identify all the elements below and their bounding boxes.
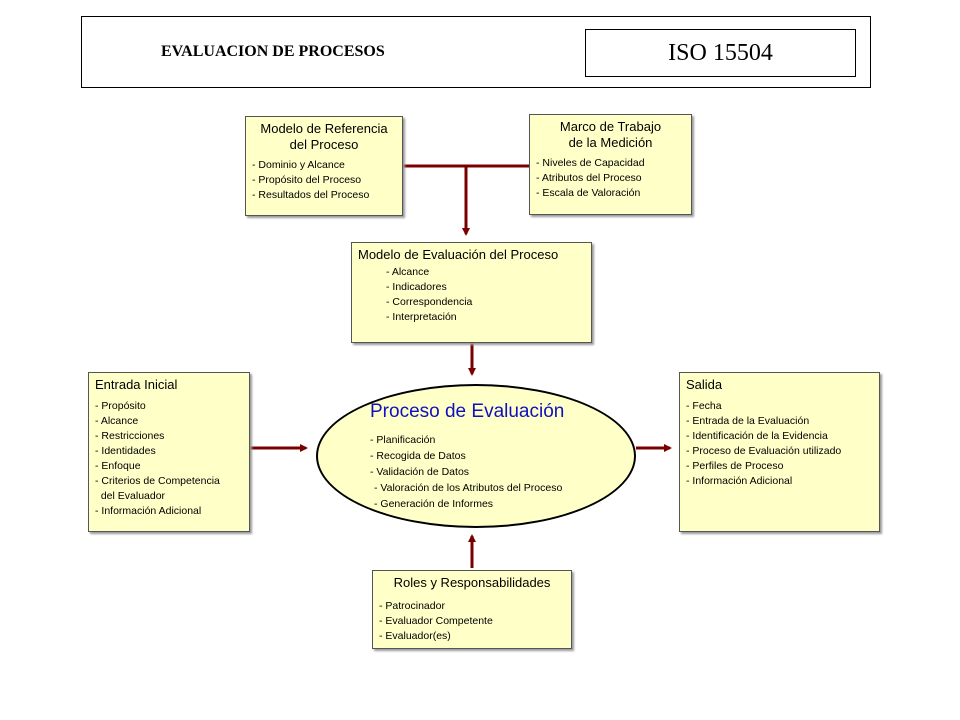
list-item: - Resultados del Proceso (252, 189, 370, 201)
modelo-referencia-title-line1: Modelo de Referencia (260, 121, 388, 136)
list-item: - Información Adicional (686, 475, 793, 487)
list-item: - Propósito del Proceso (252, 174, 362, 186)
list-item: - Criterios de Competencia (95, 475, 220, 487)
marco-trabajo-title-line2: de la Medición (568, 135, 653, 150)
list-item: - Restricciones (95, 430, 165, 442)
modelo-referencia-title-line2: del Proceso (289, 137, 359, 152)
list-item: - Propósito (95, 400, 146, 412)
roles-title: Roles y Responsabilidades (393, 575, 551, 590)
standard-badge: ISO 15504 (585, 29, 856, 77)
list-item: - Identidades (95, 445, 156, 457)
list-item: - Interpretación (386, 311, 457, 323)
proceso-evaluacion-ellipse (316, 384, 636, 528)
page-title: EVALUACION DE PROCESOS (161, 43, 385, 60)
list-item: - Evaluador(es) (379, 630, 451, 642)
list-item: - Planificación (370, 434, 436, 446)
list-item: - Alcance (386, 266, 430, 278)
modelo-referencia-box: Modelo de Referencia del Proceso - Domin… (245, 116, 403, 216)
modelo-evaluacion-list: - Alcance - Indicadores - Correspondenci… (358, 265, 585, 325)
proceso-evaluacion-list: - Planificación - Recogida de Datos - Va… (370, 432, 562, 512)
list-item: - Correspondencia (386, 296, 473, 308)
list-item: - Entrada de la Evaluación (686, 415, 810, 427)
list-item: - Alcance (95, 415, 139, 427)
modelo-evaluacion-title: Modelo de Evaluación del Proceso (358, 247, 559, 262)
list-item: - Validación de Datos (370, 466, 470, 478)
entrada-inicial-list: - Propósito - Alcance - Restricciones - … (95, 399, 243, 519)
list-item: - Valoración de los Atributos del Proces… (374, 482, 563, 494)
list-item: del Evaluador (95, 490, 166, 502)
header-box: EVALUACION DE PROCESOS ISO 15504 (81, 16, 871, 88)
marco-trabajo-box: Marco de Trabajo de la Medición - Nivele… (529, 114, 692, 215)
list-item: - Enfoque (95, 460, 141, 472)
marco-trabajo-title-line1: Marco de Trabajo (559, 119, 662, 134)
list-item: - Patrocinador (379, 600, 445, 612)
salida-list: - Fecha - Entrada de la Evaluación - Ide… (686, 399, 873, 489)
list-item: - Niveles de Capacidad (536, 157, 645, 169)
list-item: - Identificación de la Evidencia (686, 430, 828, 442)
entrada-inicial-title: Entrada Inicial (95, 377, 178, 392)
list-item: - Evaluador Competente (379, 615, 493, 627)
salida-title: Salida (686, 377, 723, 392)
roles-list: - Patrocinador - Evaluador Competente - … (379, 599, 565, 644)
list-item: - Generación de Informes (374, 498, 494, 510)
list-item: - Fecha (686, 400, 722, 412)
salida-box: Salida - Fecha - Entrada de la Evaluació… (679, 372, 880, 532)
list-item: - Información Adicional (95, 505, 202, 517)
list-item: - Dominio y Alcance (252, 159, 345, 171)
list-item: - Proceso de Evaluación utilizado (686, 445, 842, 457)
list-item: - Indicadores (386, 281, 447, 293)
list-item: - Perfiles de Proceso (686, 460, 784, 472)
list-item: - Atributos del Proceso (536, 172, 642, 184)
modelo-referencia-list: - Dominio y Alcance - Propósito del Proc… (252, 158, 396, 203)
list-item: - Recogida de Datos (370, 450, 466, 462)
modelo-evaluacion-box: Modelo de Evaluación del Proceso - Alcan… (351, 242, 592, 343)
entrada-inicial-box: Entrada Inicial - Propósito - Alcance - … (88, 372, 250, 532)
proceso-evaluacion-title: Proceso de Evaluación (370, 401, 565, 422)
roles-box: Roles y Responsabilidades - Patrocinador… (372, 570, 572, 649)
list-item: - Escala de Valoración (536, 187, 641, 199)
marco-trabajo-list: - Niveles de Capacidad - Atributos del P… (536, 156, 685, 201)
